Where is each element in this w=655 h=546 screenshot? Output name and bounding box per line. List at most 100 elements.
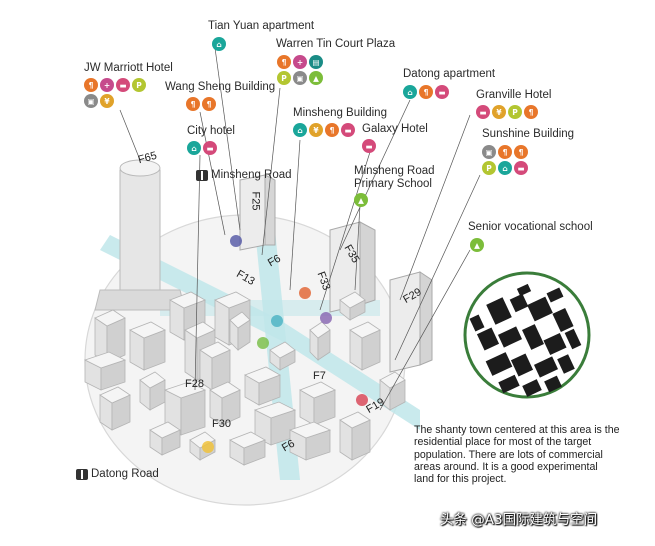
- apartment-icon: ⌂: [187, 141, 201, 155]
- hotel-icon: ▬: [362, 139, 376, 153]
- restaurant-icon: ¶: [186, 97, 200, 111]
- floor-f25: F25: [249, 191, 262, 211]
- icons-galaxy: ▬: [362, 139, 376, 153]
- restaurant-icon: ¶: [514, 145, 528, 159]
- leader-line: [289, 139, 301, 291]
- restaurant-icon: ¶: [524, 105, 538, 119]
- bank-icon: ¥: [492, 105, 506, 119]
- leader-line: [319, 151, 371, 311]
- inset-block: [516, 283, 532, 297]
- area-description: The shanty town centered at this area is…: [414, 424, 620, 486]
- road-diagonal: [100, 235, 420, 430]
- label-datong-apt: Datong apartment: [403, 68, 496, 80]
- icons-tian-yuan: ⌂: [212, 37, 226, 51]
- inset-block: [543, 332, 567, 356]
- hotel-icon: ▬: [476, 105, 490, 119]
- inset-block: [497, 326, 523, 348]
- label-minsheng-school: Minsheng Road Primary School: [354, 165, 435, 190]
- leader-line: [339, 99, 411, 251]
- inset-block: [498, 374, 520, 394]
- building-block: [309, 321, 331, 361]
- label-wang-sheng: Wang Sheng Building: [165, 81, 276, 93]
- leader-line: [379, 249, 471, 411]
- floor-f7: F7: [313, 370, 326, 382]
- building-block: [139, 371, 166, 411]
- bank-icon: ¥: [100, 94, 114, 108]
- restaurant-icon: ¶: [325, 123, 339, 137]
- building-block: [244, 366, 281, 406]
- leader-line: [199, 111, 226, 236]
- inset-block: [557, 354, 575, 374]
- hotel-icon: ▬: [341, 123, 355, 137]
- building-block: [94, 309, 126, 364]
- inset-block: [527, 296, 553, 322]
- building-block: [349, 321, 381, 371]
- apartment-icon: ⌂: [212, 37, 226, 51]
- shop-icon: ▣: [293, 71, 307, 85]
- road-name: Minsheng Road: [211, 169, 292, 181]
- inset-block: [476, 327, 500, 351]
- leader-line: [214, 47, 241, 231]
- building-block: [214, 291, 251, 346]
- marker-teal: [271, 315, 283, 327]
- label-city-hotel: City hotel: [187, 125, 235, 137]
- leader-line: [119, 109, 141, 161]
- marker-yellow: [202, 441, 214, 453]
- inset-block: [546, 287, 564, 303]
- road-label-datong: Datong Road: [76, 468, 159, 480]
- icons-warren-tin-2: P ▣ ▲: [277, 71, 323, 85]
- label-warren-tin: Warren Tin Court Plaza: [276, 38, 396, 50]
- icons-jw-marriott-2: ▣ ¥: [84, 94, 114, 108]
- floor-f30: F30: [212, 418, 231, 430]
- icons-sunshine-2: P ⌂ ▬: [482, 161, 528, 175]
- marker-blue: [230, 235, 242, 247]
- hospital-icon: +: [100, 78, 114, 92]
- hotel-icon: ▬: [203, 141, 217, 155]
- marker-purple: [320, 312, 332, 324]
- hotel-icon: ▬: [116, 78, 130, 92]
- building-blocks: [83, 291, 406, 466]
- inset-block: [552, 307, 574, 333]
- label-senior-school: Senior vocational school: [468, 221, 593, 233]
- school-icon: ▲: [470, 238, 484, 252]
- icons-sunshine: ▣ ¶ ¶: [482, 145, 528, 159]
- inset-block: [486, 297, 512, 325]
- road-icon: [76, 468, 88, 480]
- building-block: [129, 321, 166, 371]
- watermark: 头条 @A3国际建筑与空间: [440, 512, 598, 528]
- shop-icon: ▣: [84, 94, 98, 108]
- tower-f25: [239, 174, 276, 251]
- parking-icon: P: [132, 78, 146, 92]
- parking-icon: P: [508, 105, 522, 119]
- tower-f29: [389, 271, 433, 373]
- inset-block: [485, 352, 513, 376]
- parking-icon: P: [482, 161, 496, 175]
- icons-minsheng-bldg: ⌂ ¥ ¶ ▬: [293, 123, 355, 137]
- icons-minsheng-school: ▲: [354, 193, 368, 207]
- building-block: [229, 431, 266, 466]
- building-block: [199, 341, 231, 391]
- school-icon: ▲: [309, 71, 323, 85]
- icons-granville: ▬ ¥ P ¶: [476, 105, 538, 119]
- leader-line: [399, 114, 471, 301]
- apartment-icon: ⌂: [403, 85, 417, 99]
- inset-block: [564, 328, 582, 350]
- building-block: [339, 291, 366, 321]
- building-block: [229, 311, 251, 351]
- building-block: [269, 341, 296, 371]
- road-icon: [196, 169, 208, 181]
- label-sunshine: Sunshine Building: [482, 128, 575, 140]
- hospital-icon: +: [293, 55, 307, 69]
- building-block: [299, 381, 336, 426]
- label-jw-marriott: JW Marriott Hotel: [84, 62, 173, 74]
- label-galaxy: Galaxy Hotel: [362, 123, 428, 135]
- inset-block: [533, 356, 559, 378]
- restaurant-icon: ¶: [277, 55, 291, 69]
- road-name: Datong Road: [91, 468, 159, 480]
- marker-orange: [299, 287, 311, 299]
- shop-icon: ▣: [482, 145, 496, 159]
- restaurant-icon: ¶: [419, 85, 433, 99]
- restaurant-icon: ¶: [202, 97, 216, 111]
